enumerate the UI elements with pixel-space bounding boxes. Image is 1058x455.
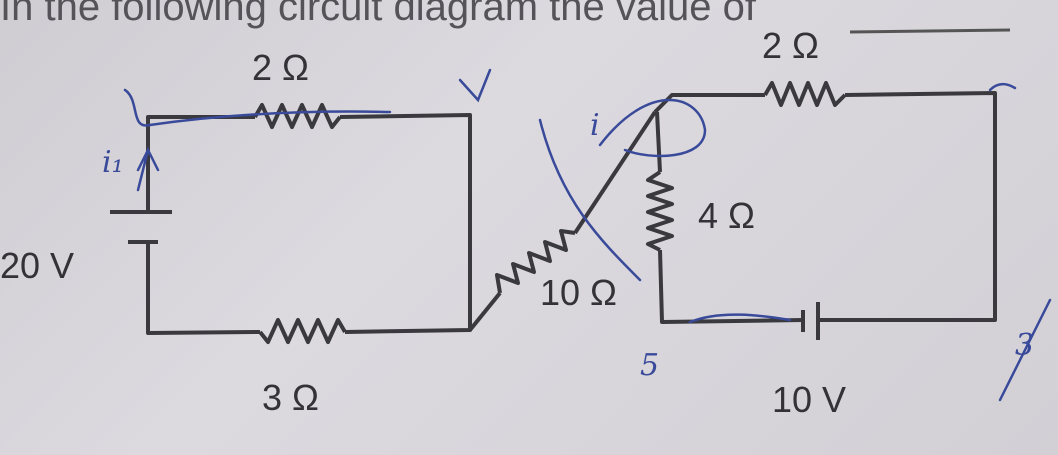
label-10ohm: 10 Ω (540, 272, 617, 313)
question-text: In the following circuit diagram the val… (0, 0, 757, 29)
annotation-5: 5 (640, 348, 659, 383)
pen-annotations: i₁ i 5 3 (102, 68, 1052, 402)
label-4ohm: 4 Ω (698, 195, 755, 236)
right-loop (646, 81, 997, 340)
label-3ohm: 3 Ω (262, 377, 319, 418)
label-20v: 20 V (0, 245, 74, 286)
resistor-3ohm (258, 318, 347, 344)
annotation-3: 3 (1015, 328, 1034, 363)
diagonal-branch (468, 110, 657, 332)
resistor-2ohm-right (763, 81, 847, 107)
label-2ohm-left: 2 Ω (252, 47, 309, 88)
blank-line (849, 28, 1011, 34)
label-2ohm-right: 2 Ω (762, 25, 819, 66)
resistor-10ohm (495, 229, 576, 294)
label-10v: 10 V (772, 379, 846, 420)
resistor-2ohm-left (253, 103, 342, 129)
annotation-i1: i₁ (102, 145, 124, 180)
annotation-i: i (590, 108, 600, 143)
resistor-4ohm (646, 170, 674, 252)
left-loop (110, 103, 472, 344)
